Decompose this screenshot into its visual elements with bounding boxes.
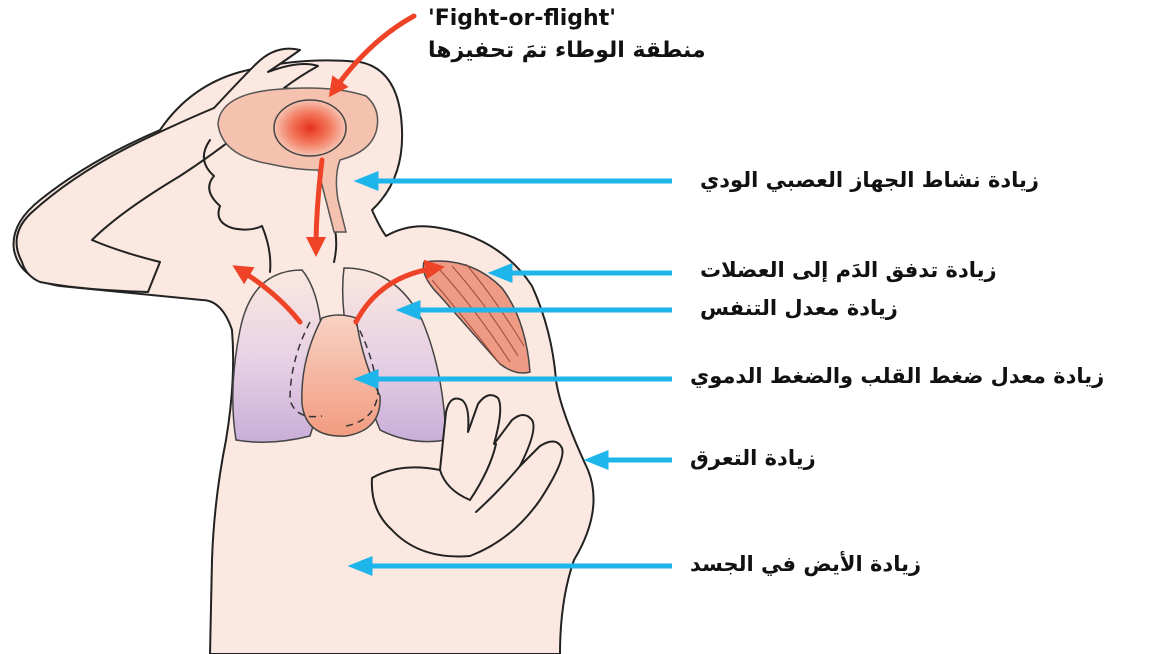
label-metabolism: زيادة الأيض في الجسد [690, 552, 921, 576]
label-sympathetic: زيادة نشاط الجهاز العصبي الودي [700, 168, 1039, 192]
title-arabic: منطقة الوطاء تمَ تحفيزها [428, 38, 706, 63]
title-english: 'Fight-or-flight' [428, 6, 616, 31]
label-breathing: زيادة معدل التنفس [700, 296, 898, 320]
hypothalamus [274, 100, 346, 156]
label-heart: زيادة معدل ضغط القلب والضغط الدموي [690, 364, 1104, 388]
label-muscle-blood: زيادة تدفق الدَم إلى العضلات [700, 258, 997, 282]
label-sweat: زيادة التعرق [690, 446, 816, 470]
